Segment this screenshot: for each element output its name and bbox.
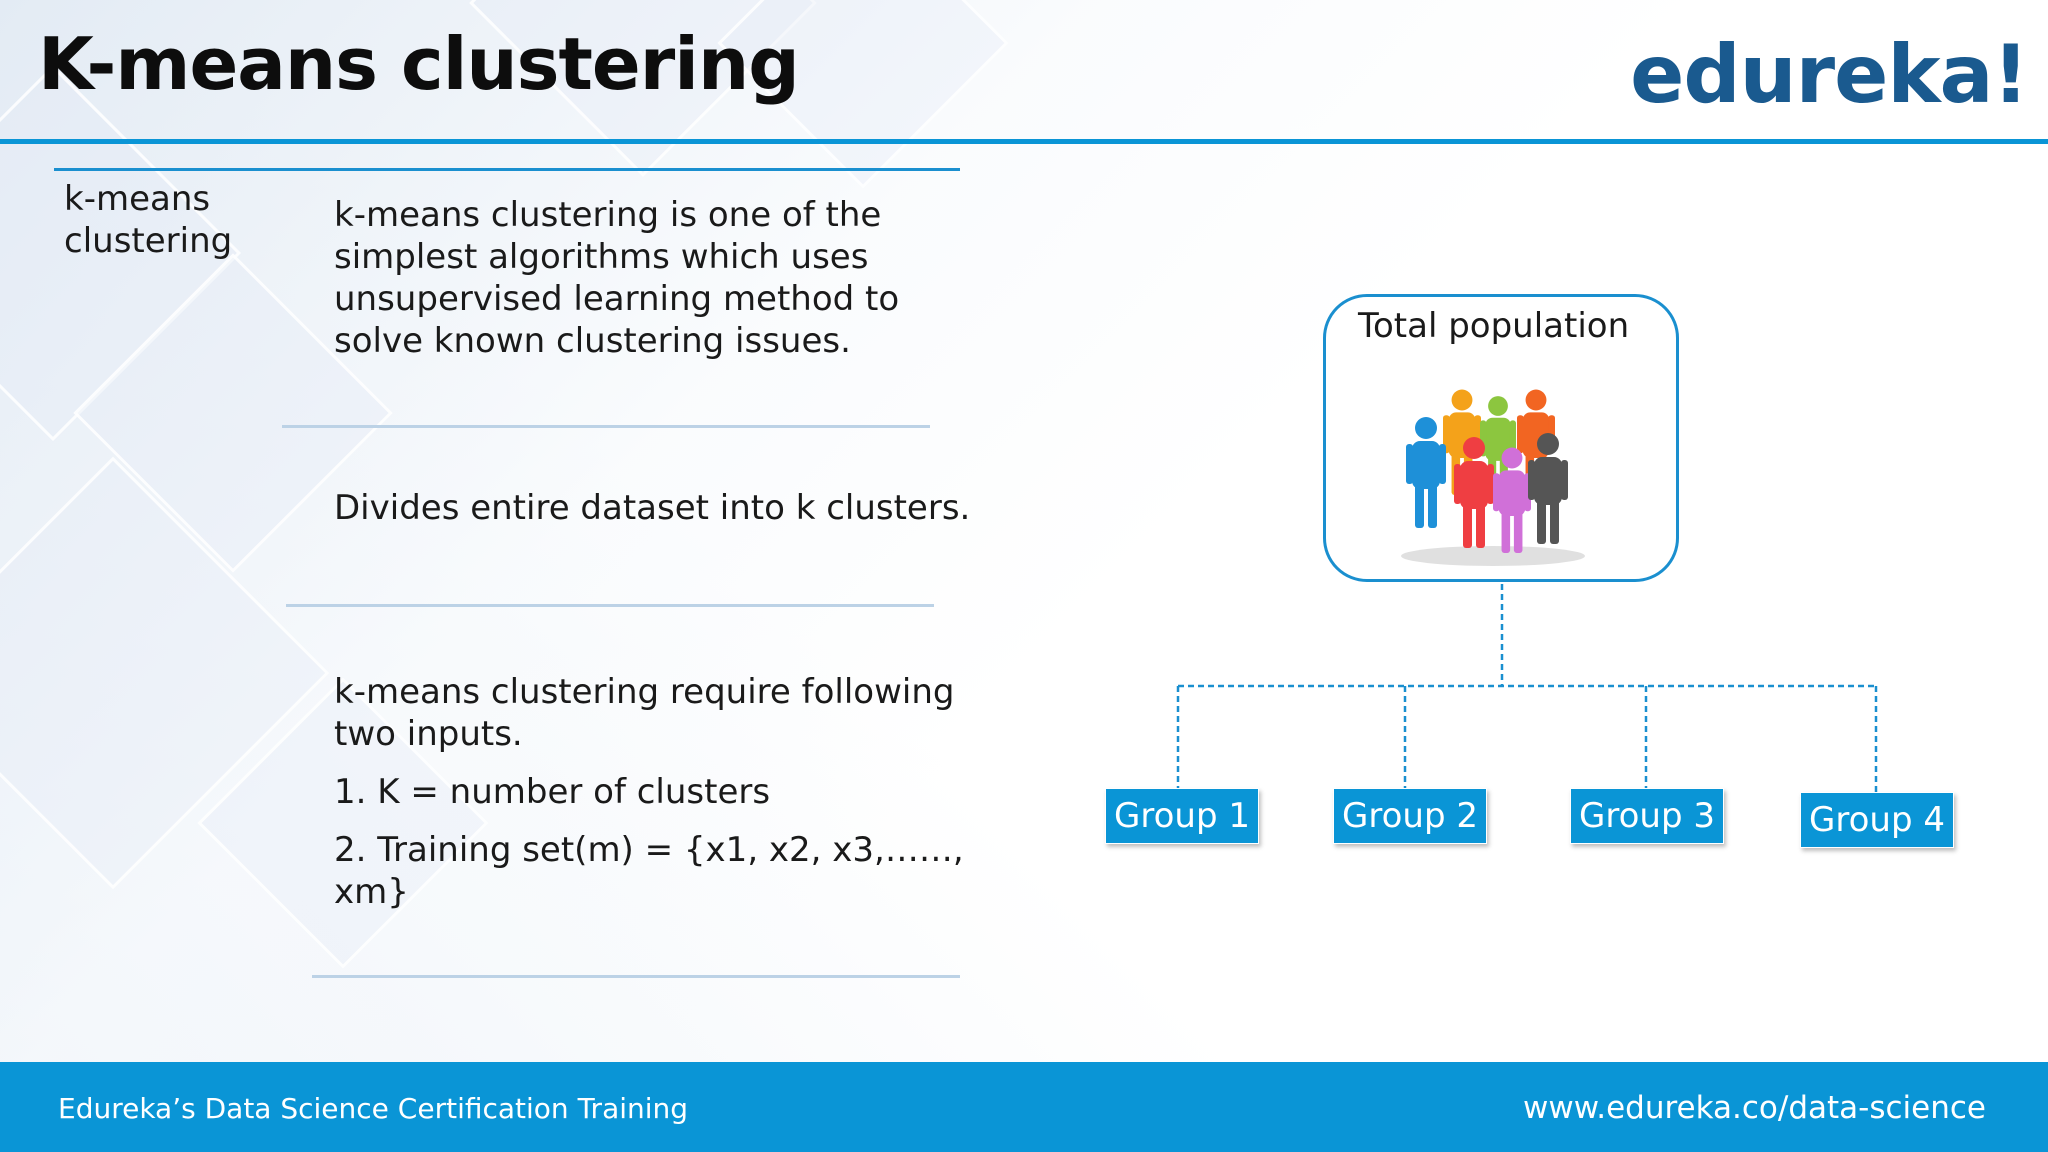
row-divider [282,425,930,428]
footer-course-title: Edureka’s Data Science Certification Tra… [58,1092,689,1125]
slide-title: K-means clustering [38,22,800,106]
row-divider [312,975,960,978]
group-2-box: Group 2 [1333,788,1487,844]
group-4-box: Group 4 [1800,792,1954,848]
person-figure [1493,447,1531,553]
desc-line: k-means clustering is one of the [334,195,882,235]
background-pattern [0,0,2048,1062]
edureka-logo: edureka! [1630,28,2029,121]
table-row: k-means clustering is one of the simples… [334,194,974,362]
desc-line: k-means clustering require following [334,672,955,712]
people-group-icon [1401,389,1585,566]
term-label: k-means clustering [64,179,233,261]
group-1-box: Group 1 [1105,788,1259,844]
person-figure [1454,437,1494,548]
people-shadow [1401,546,1585,566]
person-figure [1406,417,1446,528]
desc-line: two inputs. [334,714,523,754]
desc-line: solve known clustering issues. [334,321,851,361]
table-top-rule [54,168,960,171]
desc-line: unsupervised learning method to [334,279,900,319]
person-figure [1528,433,1568,544]
header-divider [0,139,2048,144]
list-item: 2. Training set(m) = {x1, x2, x3,……, xm} [334,830,964,912]
desc-line: Divides entire dataset into k clusters. [334,488,971,528]
footer-url-link[interactable]: www.edureka.co/data-science [1523,1090,1986,1126]
total-population-label: Total population [1358,306,1630,346]
row-divider [286,604,934,607]
group-3-box: Group 3 [1570,788,1724,844]
desc-line: simplest algorithms which uses [334,237,869,277]
list-item: 1. K = number of clusters [334,772,771,812]
table-row: Divides entire dataset into k clusters. [334,487,974,529]
term-cell: k-means clustering [64,178,244,262]
table-row: k-means clustering require following two… [334,671,974,913]
footer-bar [0,1062,2048,1152]
